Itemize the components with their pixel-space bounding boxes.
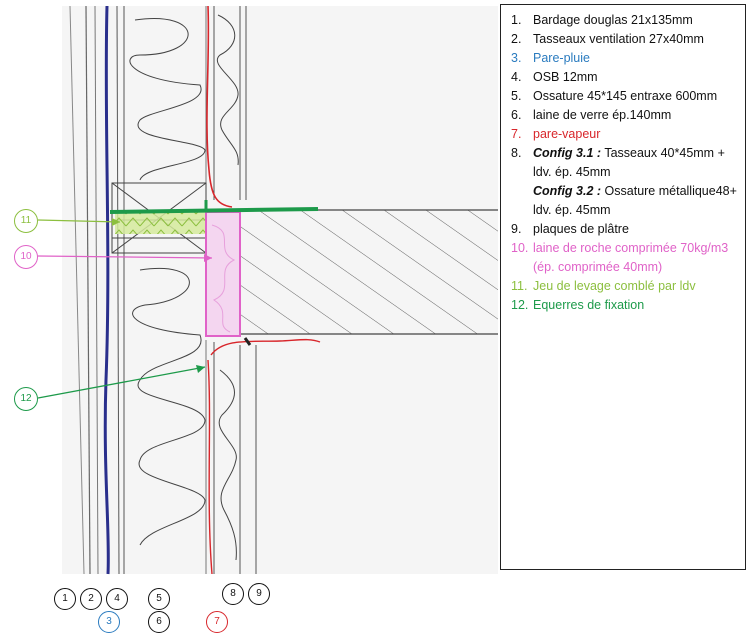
insulation-upper [129, 14, 239, 181]
legend-item-11-text: Jeu de levage comblé par ldv [533, 279, 696, 293]
marker-3-label: 3 [106, 616, 112, 627]
callout-12-label: 12 [20, 393, 32, 404]
lifting-gap-pattern [115, 212, 205, 234]
legend-item-9: 9. plaques de plâtre [511, 220, 737, 239]
marker-5: 5 [148, 588, 170, 610]
config-3-1-text: Tasseaux 40*45mm + ldv. ép. 45mm [533, 146, 725, 179]
internal-layers [206, 5, 321, 575]
legend-item-7-text: pare-vapeur [533, 127, 601, 141]
legend-item-4-text: OSB 12mm [533, 70, 598, 84]
legend-item-2: 2. Tasseaux ventilation 27x40mm [511, 30, 737, 49]
legend-box: 1. Bardage douglas 21x135mm 2. Tasseaux ve… [500, 4, 746, 570]
legend-item-11: 11. Jeu de levage comblé par ldv [511, 277, 737, 296]
marker-7-label: 7 [214, 616, 220, 627]
marker-9-label: 9 [256, 588, 262, 599]
legend-item-2-num: 2. [511, 32, 522, 46]
legend-item-4: 4. OSB 12mm [511, 68, 737, 87]
cladding-layers [69, 5, 125, 575]
legend-item-4-num: 4. [511, 70, 522, 84]
marker-4-label: 4 [114, 593, 120, 604]
legend-item-1: 1. Bardage douglas 21x135mm [511, 11, 737, 30]
legend-item-3-num: 3. [511, 51, 522, 65]
marker-3: 3 [98, 611, 120, 633]
marker-6-label: 6 [156, 616, 162, 627]
legend-item-8: 8. Config 3.1 : Tasseaux 40*45mm + ldv. … [511, 144, 737, 220]
callout-arrows [37, 218, 213, 399]
legend-item-5: 5. Ossature 45*145 entraxe 600mm [511, 87, 737, 106]
legend-item-6: 6. laine de verre ép.140mm [511, 106, 737, 125]
legend-item-3: 3. Pare-pluie [511, 49, 737, 68]
config-3-2-line: Config 3.2 : Ossature métallique48+ ldv.… [533, 182, 737, 220]
marker-8: 8 [222, 583, 244, 605]
config-3-2-text: Ossature métallique48+ ldv. ép. 45mm [533, 184, 737, 217]
legend-item-1-text: Bardage douglas 21x135mm [533, 13, 693, 27]
marker-7: 7 [206, 611, 228, 633]
marker-1: 1 [54, 588, 76, 610]
legend-item-9-text: plaques de plâtre [533, 222, 629, 236]
legend-item-5-num: 5. [511, 89, 522, 103]
legend-item-10-num: 10. [511, 241, 529, 255]
legend-item-10: 10. laine de roche comprimée 70kg/m3 (ép.… [511, 239, 737, 277]
marker-4: 4 [106, 588, 128, 610]
marker-5-label: 5 [156, 593, 162, 604]
marker-2: 2 [80, 588, 102, 610]
legend-item-11-num: 11. [511, 279, 528, 293]
floor-slab [240, 209, 498, 335]
legend-item-6-num: 6. [511, 108, 522, 122]
fixing-bracket [109, 207, 319, 214]
callout-10: 10 [14, 245, 38, 269]
legend-item-12-text: Equerres de fixation [533, 298, 645, 312]
config-3-1-label: Config 3.1 : [533, 146, 602, 160]
legend-list: 1. Bardage douglas 21x135mm 2. Tasseaux ve… [511, 11, 737, 315]
insulation-lower [132, 268, 237, 561]
legend-item-8-num: 8. [511, 146, 522, 160]
legend-item-12: 12. Equerres de fixation [511, 296, 737, 315]
legend-item-10-text: laine de roche comprimée 70kg/m3 (ép. co… [533, 241, 729, 274]
legend-item-2-text: Tasseaux ventilation 27x40mm [533, 32, 704, 46]
legend-item-3-text: Pare-pluie [533, 51, 590, 65]
marker-2-label: 2 [88, 593, 94, 604]
callout-11-label: 11 [20, 215, 32, 226]
legend-item-9-num: 9. [511, 222, 522, 236]
legend-item-6-text: laine de verre ép.140mm [533, 108, 672, 122]
legend-item-5-text: Ossature 45*145 entraxe 600mm [533, 89, 718, 103]
callout-11: 11 [14, 209, 38, 233]
legend-item-8-text: Config 3.1 : Tasseaux 40*45mm + ldv. ép.… [533, 144, 737, 220]
legend-item-7: 7. pare-vapeur [511, 125, 737, 144]
marker-8-label: 8 [230, 588, 236, 599]
marker-6: 6 [148, 611, 170, 633]
config-3-2-label: Config 3.2 : [533, 184, 602, 198]
legend-item-7-num: 7. [511, 127, 522, 141]
legend-item-1-num: 1. [511, 13, 522, 27]
marker-1-label: 1 [62, 593, 68, 604]
callout-12: 12 [14, 387, 38, 411]
legend-item-12-num: 12. [511, 298, 529, 312]
callout-10-label: 10 [20, 251, 32, 262]
marker-9: 9 [248, 583, 270, 605]
